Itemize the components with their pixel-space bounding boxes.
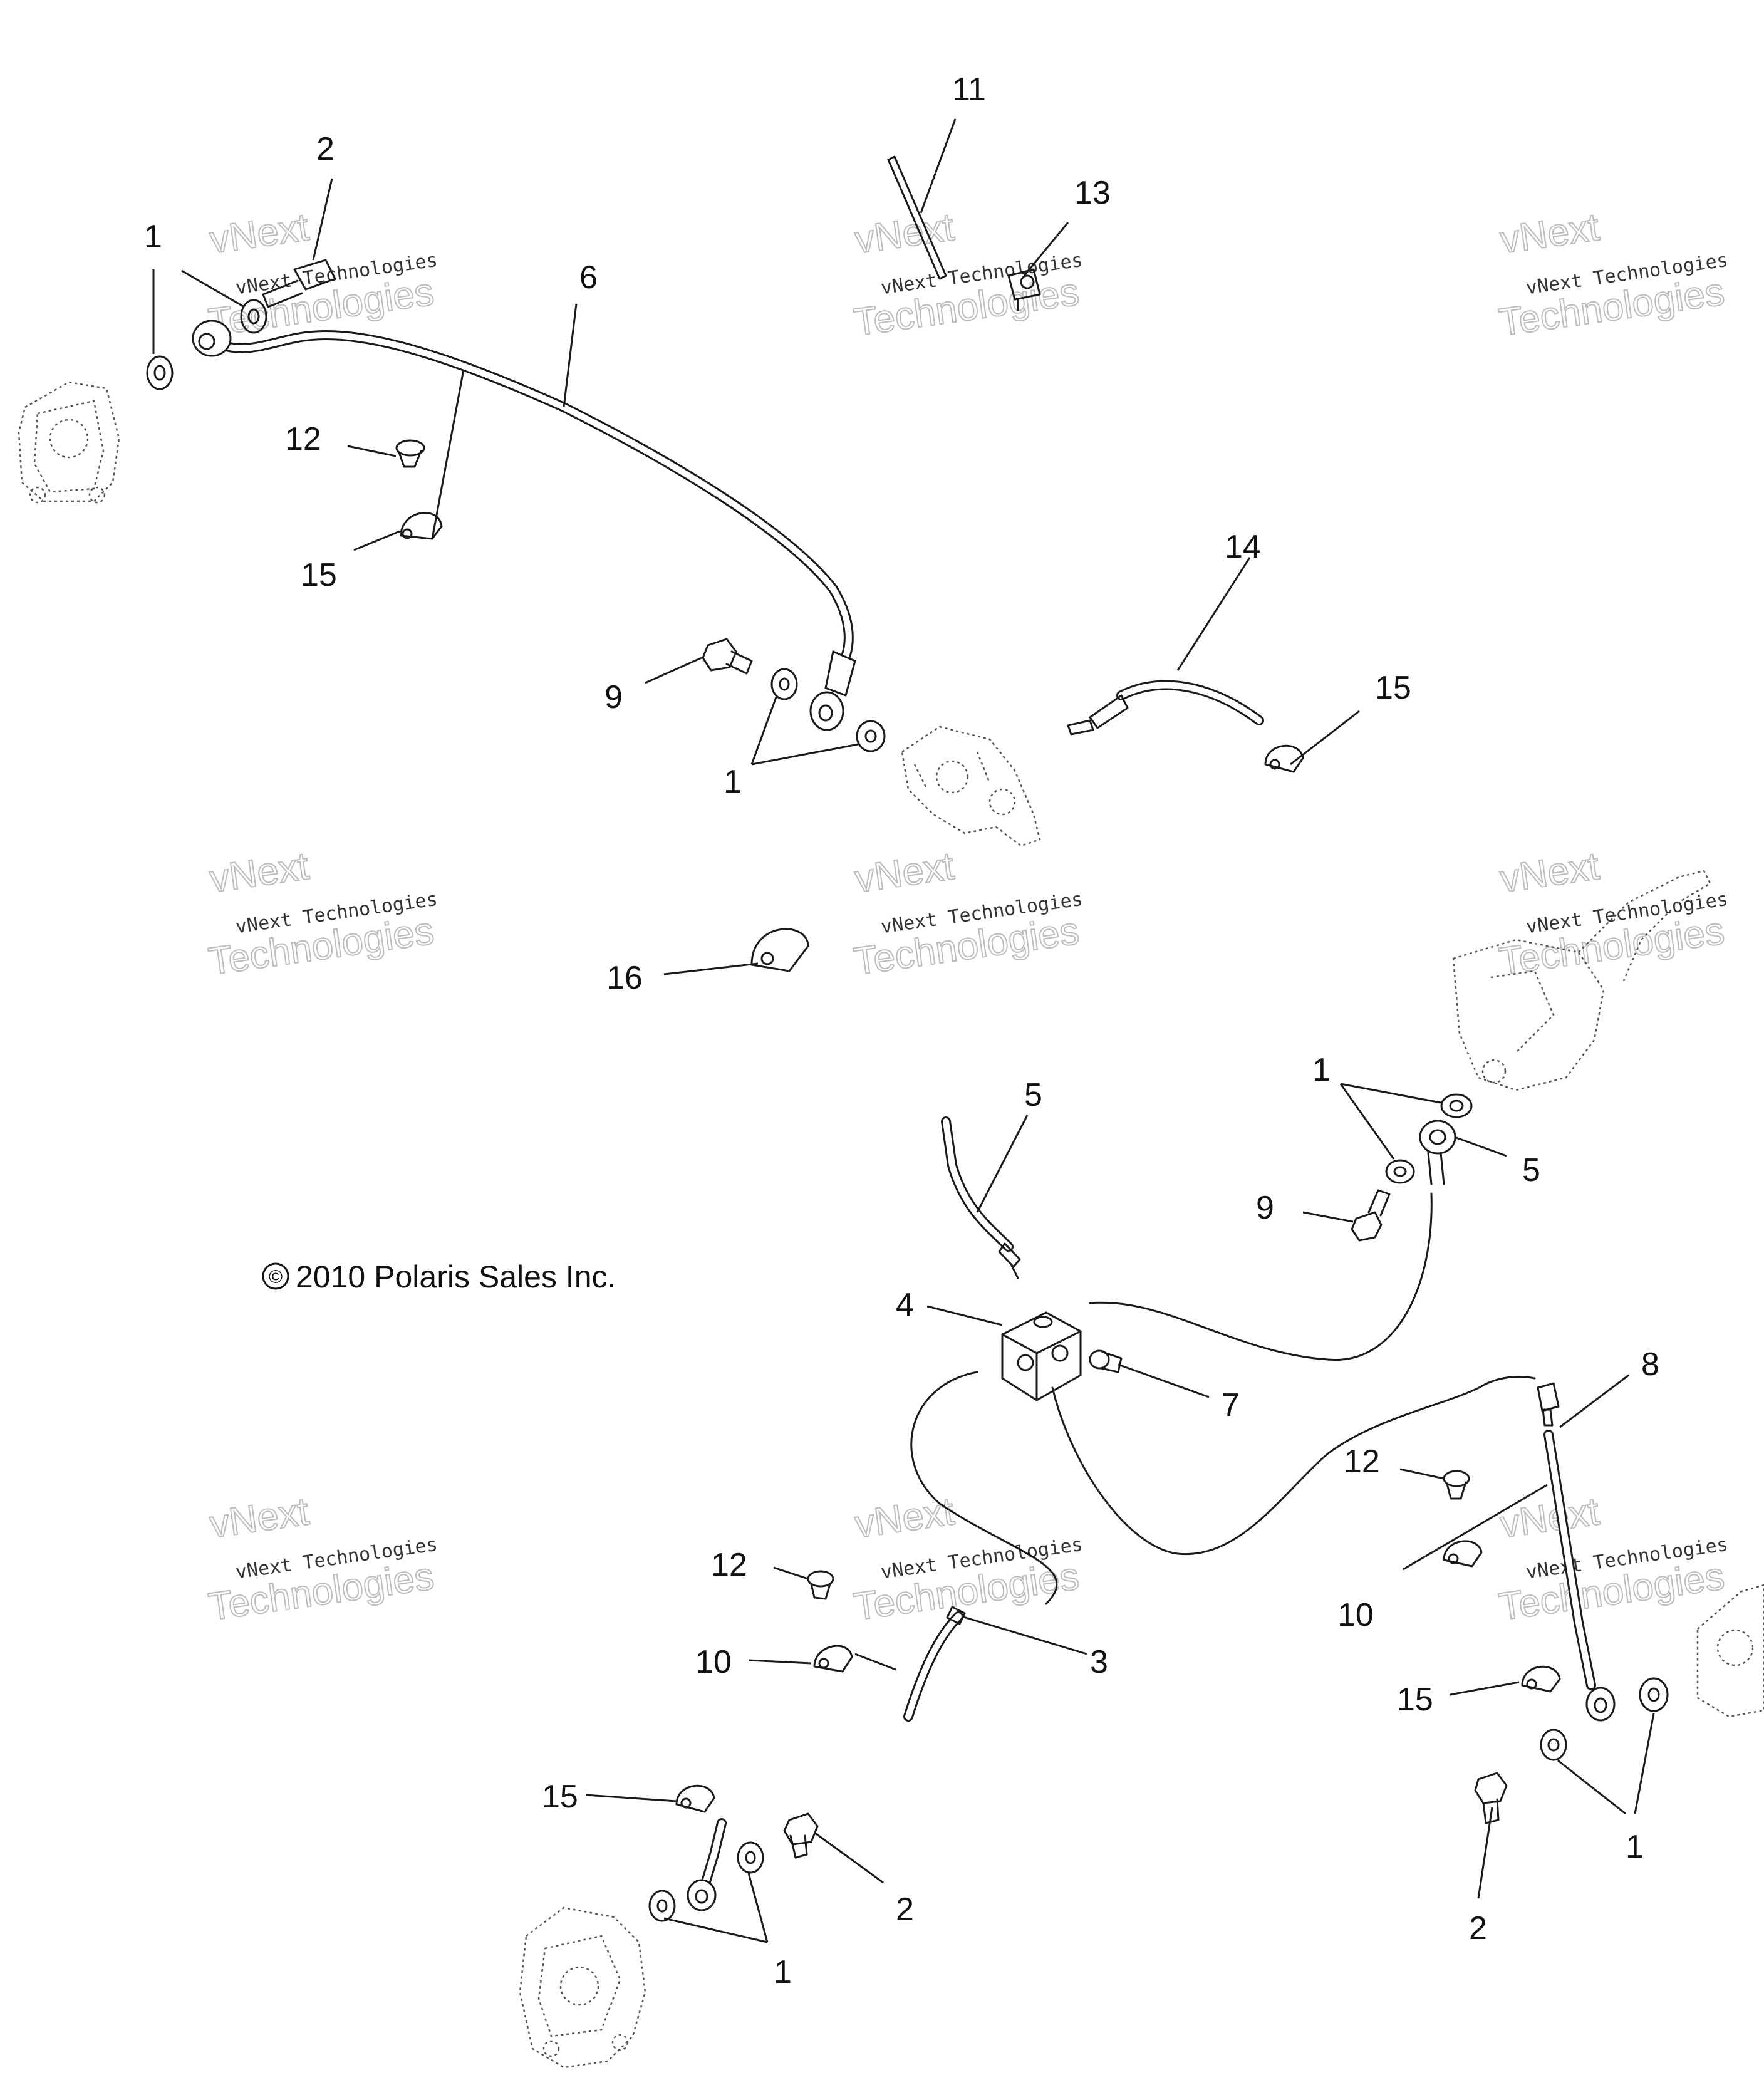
brake-line-8 [1537,1382,1616,1722]
crush-washer [770,668,798,700]
callout-15-top: 15 [301,557,337,593]
crush-washer [856,720,886,752]
callout-9-top: 9 [604,679,623,715]
fitting [1089,1349,1123,1373]
callout-1-bottom: 1 [774,1954,792,1990]
banjo-bolt [1474,1772,1508,1824]
callout-16: 16 [606,960,643,996]
watermark-tag: vNext [853,205,957,262]
callout-8: 8 [1641,1346,1659,1383]
watermark: vNext vNext Technologies Technologies [205,844,439,984]
callout-14: 14 [1225,529,1261,565]
hose-clip [675,1784,715,1813]
crush-washer [648,1890,676,1922]
watermark-tag: vNext [207,1490,312,1546]
hose-from-block-left [910,1371,1058,1605]
copyright-symbol: © [269,1267,283,1287]
callout-15-right: 15 [1397,1682,1433,1718]
callout-11: 11 [952,71,986,108]
screw [1443,1470,1470,1500]
screw [807,1570,834,1600]
watermark: vNext vNext Technologies Technologies [1496,844,1730,984]
crush-washer [737,1841,764,1874]
crush-washer [146,355,174,390]
hose-clip [1521,1665,1561,1693]
callout-numbers: 11 13 2 1 6 12 15 14 15 9 1 16 5 1 5 9 4… [144,71,1659,1990]
distribution-block [1001,1311,1082,1401]
callout-1-right: 1 [1312,1052,1331,1088]
brake-line-5-left [941,1116,1021,1279]
watermark-tag: vNext [207,845,312,901]
hose-clip [1264,744,1304,773]
callout-1-right-bottom: 1 [1626,1829,1644,1865]
banjo-bolt [702,638,753,675]
callout-12-bottom: 12 [711,1547,747,1583]
hose-clip [1443,1540,1483,1568]
front-right-caliper [1696,1584,1764,1718]
brake-line-rear [687,1818,727,1911]
watermark: vNext vNext Technologies Technologies [851,844,1084,984]
copyright-text: 2010 Polaris Sales Inc. [296,1259,616,1294]
leader-lines [152,118,1655,1943]
watermark: vNext vNext Technologies Technologies [205,1489,439,1630]
screw [395,439,425,468]
front-left-caliper [18,381,120,504]
callout-15-mid: 15 [1375,670,1411,706]
callout-12-top: 12 [285,421,321,457]
brake-line-5-right [1089,1120,1456,1361]
watermark-tag: vNext [853,1490,957,1546]
watermark-tag: vNext [1498,845,1602,901]
copyright-notice: © 2010 Polaris Sales Inc. [262,1259,616,1294]
banjo-bolt [1351,1189,1391,1242]
callout-3: 3 [1090,1644,1108,1680]
callout-1-mid: 1 [724,764,742,800]
watermark: vNext vNext Technologies Technologies [851,1489,1084,1630]
hose-clip [813,1645,853,1673]
callout-7: 7 [1222,1387,1240,1423]
master-cylinder [901,725,1041,847]
brake-lever-assembly [1452,870,1711,1091]
brake-line-3 [903,1606,966,1722]
callout-6: 6 [579,259,598,296]
watermark-tag: vNext [1498,205,1602,262]
callout-13: 13 [1074,175,1111,211]
hose-clip-16 [750,928,809,972]
brake-line-clip [1007,268,1041,311]
hose-from-block-right [1051,1376,1536,1556]
callout-5-right: 5 [1522,1152,1540,1188]
callout-10-right: 10 [1337,1597,1374,1633]
callout-5-left: 5 [1024,1077,1042,1113]
callout-1-top: 1 [144,219,162,255]
callout-2-top: 2 [316,131,335,167]
watermark-tag: vNext [853,845,957,901]
watermark: vNext vNext Technologies Technologies [205,205,439,345]
watermark: vNext vNext Technologies Technologies [851,205,1084,345]
rear-caliper [519,1906,646,2069]
crush-washer [1540,1729,1567,1761]
callout-12-right: 12 [1344,1443,1380,1480]
crush-washer [240,299,267,334]
crush-washer [1440,1093,1473,1118]
banjo-bolt [262,259,336,308]
callout-9-right: 9 [1256,1190,1274,1226]
watermark-group: vNext vNext Technologies Technologies vN… [205,205,1730,1630]
watermark: vNext vNext Technologies Technologies [1496,205,1730,345]
copyright-circle [262,1262,289,1290]
watermark-tag: vNext [207,205,312,262]
hose-clip [400,512,443,540]
crush-washer [1639,1677,1669,1712]
callout-2-bottom: 2 [896,1891,914,1928]
callout-4: 4 [896,1287,914,1323]
brake-line-14 [1067,680,1264,736]
brake-line-11 [887,155,947,280]
callout-15-bottom: 15 [542,1779,578,1815]
crush-washer [1385,1159,1415,1184]
brake-line-6 [192,320,856,731]
watermark: vNext vNext Technologies Technologies [1496,1489,1730,1630]
callout-10-bottom: 10 [695,1644,732,1680]
banjo-bolt [783,1812,819,1859]
watermark-tag: vNext [1498,1490,1602,1546]
callout-2-right: 2 [1469,1910,1487,1947]
